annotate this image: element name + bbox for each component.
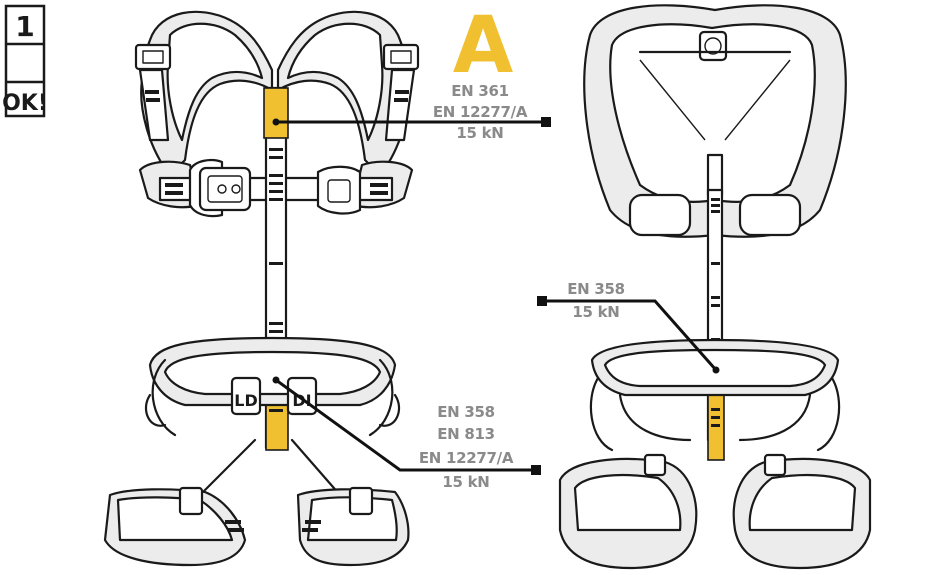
svg-text:LD: LD [234,391,257,410]
step-indicator: 1 OK! [2,6,48,116]
front-upper-label: EN 361 EN 12277/A 15 kN [433,82,528,142]
ok-label: OK! [2,91,48,116]
back-connecting-sling [708,190,724,460]
front-lower-line-4: 15 kN [442,473,489,491]
group-letter: A [453,1,513,91]
front-lower-line-1: EN 358 [437,403,495,421]
front-upper-line-1: EN 361 [451,82,509,100]
front-lower-label: EN 358 EN 813 EN 12277/A 15 kN [419,403,514,491]
front-upper-line-3: 15 kN [456,124,503,142]
step-number: 1 [15,10,34,43]
front-sit-harness: LD DI [105,338,408,565]
back-line-2: 15 kN [572,303,619,321]
front-lower-line-2: EN 813 [437,425,495,443]
back-line-1: EN 358 [567,280,625,298]
front-upper-line-2: EN 12277/A [433,103,528,121]
front-lower-line-3: EN 12277/A [419,449,514,467]
